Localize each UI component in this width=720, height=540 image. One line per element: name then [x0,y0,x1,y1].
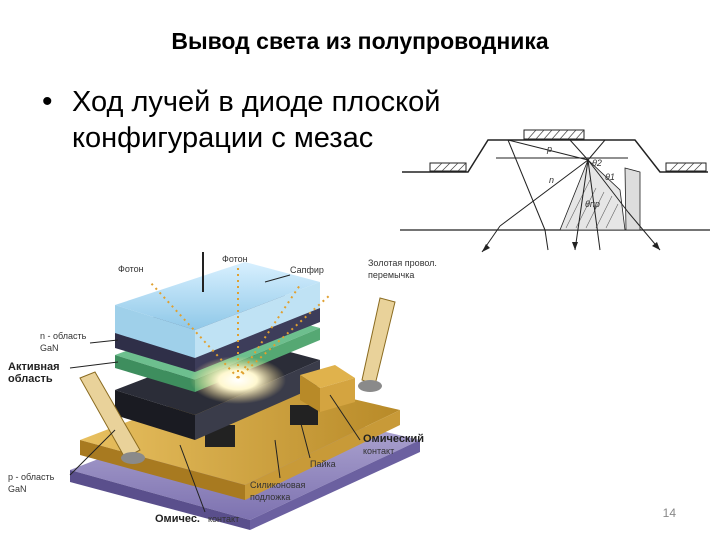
mesa-label-p: p [546,144,552,154]
mesa-label-n: n [549,175,554,185]
slide-number: 14 [662,506,676,520]
mesa-structure [400,129,710,253]
label-ohmic-bottom: Омичес. [155,513,200,525]
label-line: GaN [40,343,59,353]
label-photon-right: Фотон [222,254,248,264]
bullet-text: Ход лучей в диоде плоской конфигурации с… [72,84,441,156]
bullet-line-1: Ход лучей в диоде плоской [72,86,441,118]
label-line: Золотая провол. [368,258,437,268]
mesa-label-theta2: θ2 [592,158,602,168]
label-sapphire: Сапфир [290,265,324,275]
bullet-line-2: конфигурации с мезас [72,122,374,154]
label-line: Активная [8,361,60,373]
label-solder: Пайка [310,459,336,469]
mesa-label-theta1: θ1 [605,172,615,182]
label-line: GaN [8,484,27,494]
label-ohmic-right: Омический [363,433,424,445]
bullet-dot-icon: • [42,85,53,118]
label-photon-left: Фотон [118,264,144,274]
label-gold-wire: Золотая провол. перемычка [368,258,437,280]
label-silicon-substrate: Силиконовая подложка [250,480,306,502]
led-body [70,262,420,530]
label-ohmic-right-sub: контакт [363,446,394,456]
photon-rays [149,268,331,379]
label-line: n - область [40,331,87,341]
label-ohmic-bottom-sub: контакт [208,514,239,524]
label-line: p - область [8,472,55,482]
slide-title: Вывод света из полупроводника [171,28,549,54]
label-line: Силиконовая [250,480,306,490]
label-line: подложка [250,492,290,502]
mesa-label-thetapr: θпр [585,199,600,209]
label-line: перемычка [368,270,414,280]
label-line: область [8,373,53,385]
